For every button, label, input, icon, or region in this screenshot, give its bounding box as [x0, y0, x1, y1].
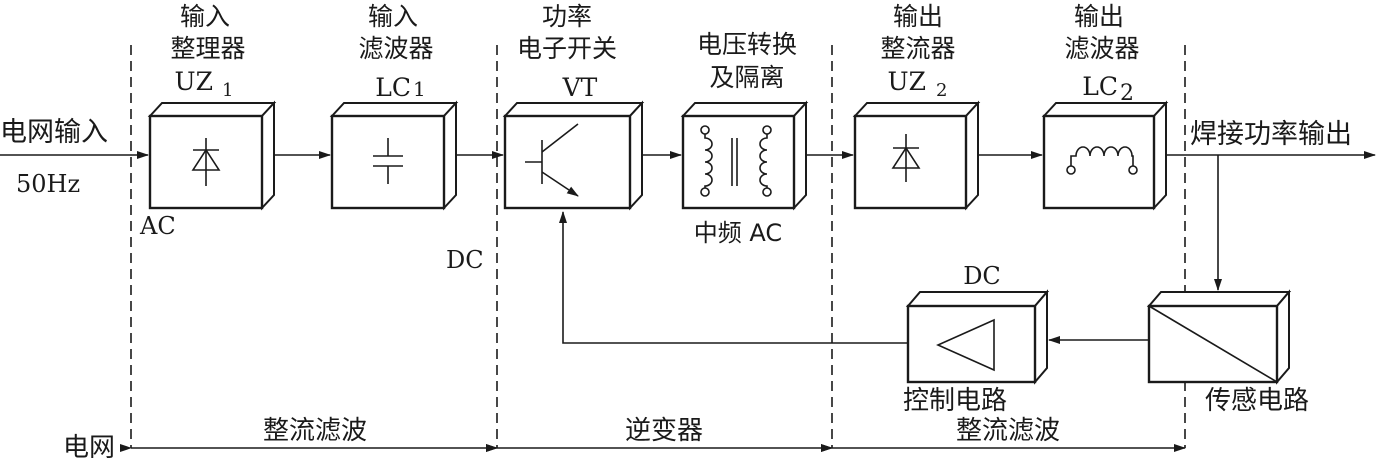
transistor-icon [525, 123, 579, 197]
control-circuit-block [905, 289, 1050, 385]
transformer-block [680, 100, 809, 211]
sensor-circuit-block [1146, 289, 1292, 385]
section-label-1: 整流滤波 [263, 416, 367, 446]
amplifier-icon [936, 318, 995, 372]
sensor-label: 传感电路 [1205, 386, 1309, 416]
sensor-diagonal-icon [1148, 305, 1278, 383]
diode-icon [191, 138, 221, 186]
input-rectifier-block [147, 100, 277, 211]
grid-label: 电网 [63, 433, 115, 463]
transformer-icon [700, 125, 772, 197]
lc1-name-line2: 滤波器 [358, 34, 433, 63]
grid-frequency: 50Hz [16, 170, 80, 198]
uz2-symbol: UZ [888, 67, 926, 96]
vt-symbol: VT [562, 73, 598, 102]
uz2-name-line2: 整流器 [880, 34, 955, 63]
lc1-subscript: 1 [413, 77, 426, 101]
section-dividers [130, 45, 1186, 448]
section-label-2: 逆变器 [625, 416, 703, 446]
ctrl-label: 控制电路 [903, 386, 1007, 416]
output-rectifier-block [852, 100, 981, 211]
inductor-icon [1066, 146, 1138, 175]
capacitor-icon [373, 138, 403, 184]
vt-name-line1: 功率 [542, 2, 592, 31]
dc-label: DC [446, 246, 484, 274]
section-label-3: 整流滤波 [956, 416, 1060, 446]
lc2-name-line2: 滤波器 [1064, 34, 1139, 63]
lc2-symbol: LC [1082, 72, 1118, 101]
lc2-subscript: 2 [1120, 81, 1134, 106]
uz2-subscript: 2 [936, 80, 947, 101]
vt-name-line2: 电子开关 [517, 34, 617, 63]
tf-name-line1: 电压转换 [697, 30, 797, 59]
grid-input-label: 电网输入 [0, 117, 108, 148]
welding-output-label: 焊接功率输出 [1190, 119, 1352, 150]
tf-name-line2: 及隔离 [709, 63, 784, 92]
input-filter-block [329, 100, 459, 211]
ctrl-to-vt-feedback [559, 211, 908, 344]
lc1-symbol: LC [375, 73, 411, 102]
output-filter-block [1041, 100, 1169, 211]
tf-output-label: 中频 AC [694, 219, 782, 247]
diode-icon [891, 134, 921, 182]
lc1-name-line1: 输入 [368, 2, 418, 31]
ctrl-top-label: DC [963, 262, 1001, 290]
ac-label: AC [139, 212, 176, 240]
uz1-subscript: 1 [222, 80, 233, 101]
uz1-name-line1: 输入 [180, 2, 230, 31]
uz1-name-line2: 整理器 [170, 34, 245, 63]
uz2-name-line1: 输出 [893, 2, 943, 31]
lc2-name-line1: 输出 [1074, 2, 1124, 31]
power-switch-block [502, 100, 645, 211]
uz1-symbol: UZ [175, 67, 213, 96]
signal-connections [0, 151, 1376, 344]
